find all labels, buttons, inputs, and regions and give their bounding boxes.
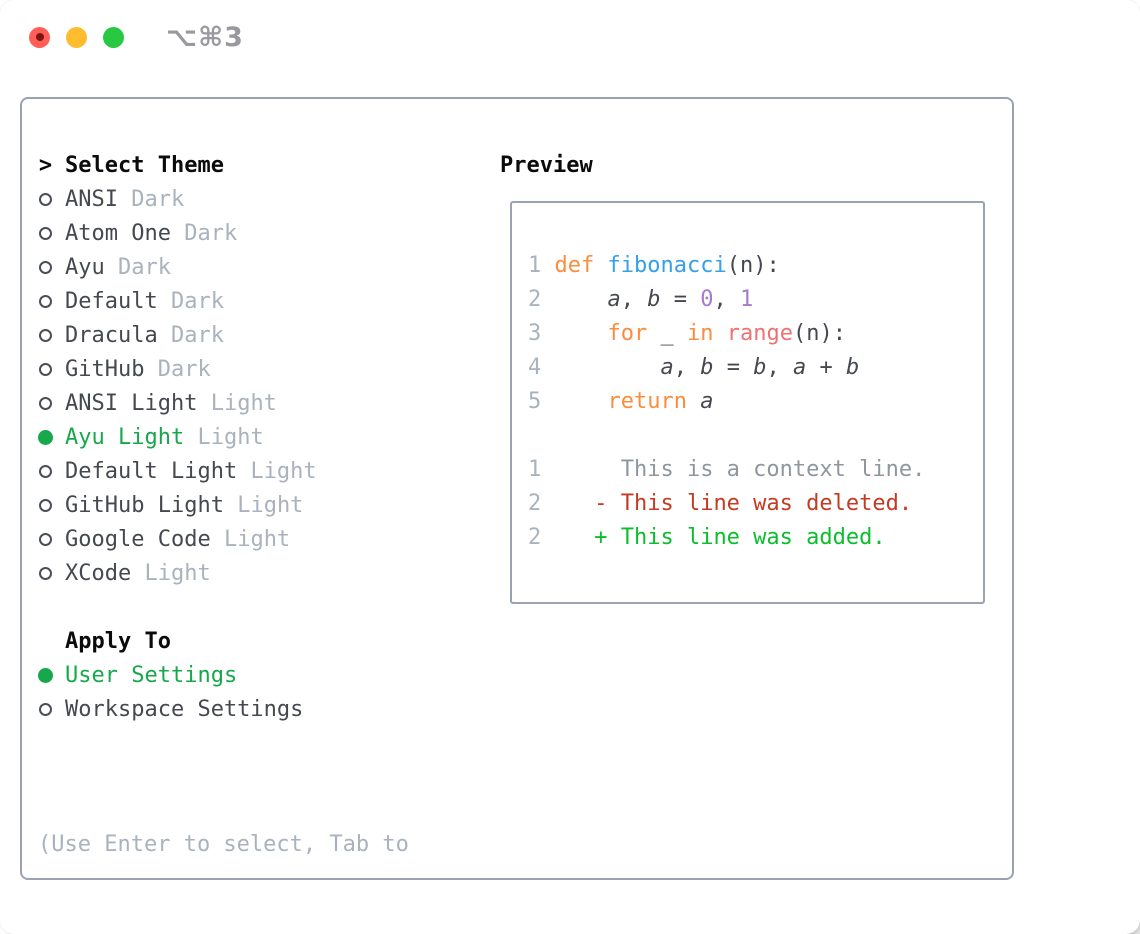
select-theme-header: > Select Theme bbox=[38, 148, 488, 182]
window-title: ⌥⌘3 bbox=[166, 21, 244, 53]
theme-option-google-code[interactable]: Google Code Light bbox=[38, 522, 488, 556]
theme-option-dracula[interactable]: Dracula Dark bbox=[38, 318, 488, 352]
theme-option-xcode[interactable]: XCode Light bbox=[38, 556, 488, 590]
spacer bbox=[38, 726, 488, 760]
radio-icon bbox=[39, 192, 52, 206]
apply-option-user-settings[interactable]: User Settings bbox=[38, 658, 488, 692]
theme-option-github[interactable]: GitHub Dark bbox=[38, 352, 488, 386]
theme-option-ansi-light[interactable]: ANSI Light Light bbox=[38, 386, 488, 420]
radio-selected-icon bbox=[38, 429, 53, 445]
radio-icon bbox=[39, 498, 52, 512]
close-button[interactable] bbox=[29, 26, 50, 48]
radio-icon bbox=[39, 396, 52, 410]
preview-line: 5 return a bbox=[528, 389, 714, 414]
radio-icon bbox=[39, 532, 52, 546]
radio-icon bbox=[39, 702, 52, 716]
spacer bbox=[38, 590, 488, 624]
theme-option-github-light[interactable]: GitHub Light Light bbox=[38, 488, 488, 522]
radio-icon bbox=[39, 464, 52, 478]
help-line-1: (Use Enter to select, Tab to bbox=[38, 832, 409, 857]
help-text: (Use Enter to select, Tab to change focu… bbox=[38, 760, 488, 934]
theme-picker: > Select Theme ANSI Dark Atom One Dark A… bbox=[38, 148, 488, 934]
titlebar: ⌥⌘3 bbox=[0, 0, 1140, 74]
radio-icon bbox=[39, 328, 52, 342]
preview-line: 2 - This line was deleted. bbox=[528, 491, 913, 516]
radio-icon bbox=[39, 260, 52, 274]
preview-line: 1 This is a context line. bbox=[528, 457, 926, 482]
theme-option-default-light[interactable]: Default Light Light bbox=[38, 454, 488, 488]
theme-option-ansi[interactable]: ANSI Dark bbox=[38, 182, 488, 216]
preview-line: 2 a, b = 0, 1 bbox=[528, 287, 754, 312]
zoom-button[interactable] bbox=[103, 26, 124, 48]
radio-selected-icon bbox=[38, 667, 53, 683]
focus-caret-icon: > bbox=[38, 152, 53, 178]
radio-icon bbox=[39, 294, 52, 308]
preview-line: 3 for _ in range(n): bbox=[528, 321, 846, 346]
preview-code: 1 def fibonacci(n): 2 a, b = 0, 1 3 for _ … bbox=[512, 203, 983, 555]
radio-icon bbox=[39, 362, 52, 376]
preview-box: 1 def fibonacci(n): 2 a, b = 0, 1 3 for _ … bbox=[510, 201, 985, 604]
minimize-button[interactable] bbox=[66, 26, 87, 48]
apply-option-workspace-settings[interactable]: Workspace Settings bbox=[38, 692, 488, 726]
theme-list: ANSI Dark Atom One Dark Ayu Dark Default… bbox=[38, 182, 488, 590]
preview-line: 4 a, b = b, a + b bbox=[528, 355, 860, 380]
preview-title: Preview bbox=[500, 152, 593, 178]
preview-line: 2 + This line was added. bbox=[528, 525, 886, 550]
help-line-2: change focus) bbox=[38, 930, 488, 934]
radio-icon bbox=[39, 226, 52, 240]
preview-line bbox=[528, 419, 983, 453]
theme-option-ayu-light[interactable]: Ayu Light Light bbox=[38, 420, 488, 454]
close-dot-icon bbox=[35, 33, 44, 41]
preview-line: 1 def fibonacci(n): bbox=[528, 253, 780, 278]
apply-to-title: Apply To bbox=[65, 628, 171, 654]
apply-to-list: User Settings Workspace Settings bbox=[38, 658, 488, 726]
theme-option-atom-one[interactable]: Atom One Dark bbox=[38, 216, 488, 250]
radio-icon bbox=[39, 566, 52, 580]
apply-to-header: Apply To bbox=[38, 624, 488, 658]
main-panel: > Select Theme ANSI Dark Atom One Dark A… bbox=[20, 97, 1014, 880]
theme-option-default[interactable]: Default Dark bbox=[38, 284, 488, 318]
select-theme-title: Select Theme bbox=[65, 152, 224, 178]
theme-option-ayu[interactable]: Ayu Dark bbox=[38, 250, 488, 284]
